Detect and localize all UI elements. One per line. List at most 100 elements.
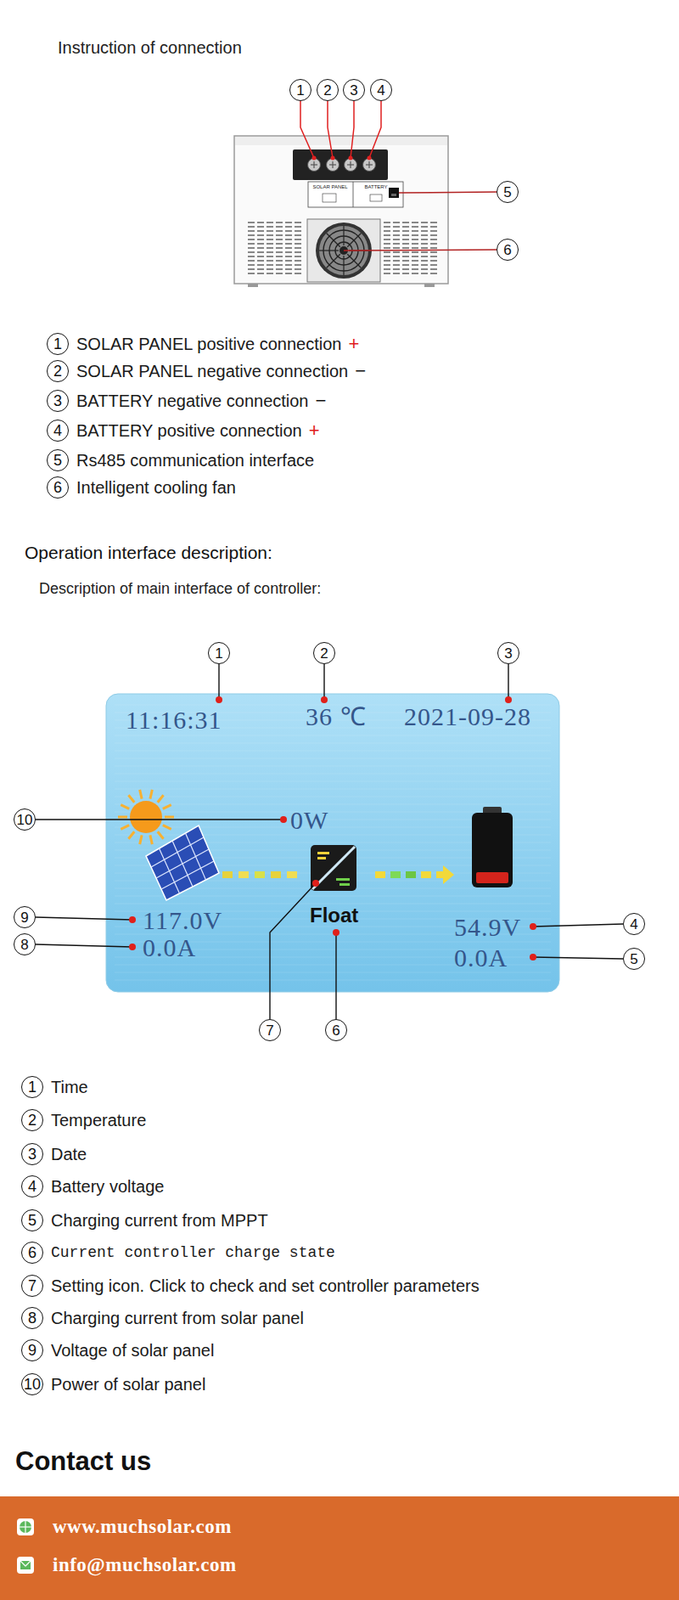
callout-number: 8 — [21, 1306, 44, 1329]
callout-number: 5 — [21, 1208, 44, 1231]
lcd-screen — [106, 693, 560, 992]
vent-slot — [402, 272, 410, 274]
voltage-readout: 54.9V — [454, 912, 522, 941]
mail-icon — [20, 1560, 31, 1569]
sun-ray — [150, 789, 152, 799]
vent-slot — [411, 255, 419, 257]
leader-line — [35, 916, 133, 920]
vent-slot — [266, 268, 274, 270]
panel-marking: BATTERY — [364, 184, 388, 191]
vent-slot — [257, 255, 264, 257]
vent-slot — [285, 221, 292, 223]
rs485-port — [388, 187, 399, 198]
description-text: BATTERY positive connection — [76, 420, 303, 441]
description-text: Temperature — [50, 1110, 146, 1130]
vent-slot — [383, 221, 391, 223]
vent-slot — [392, 251, 400, 253]
vent-slot — [402, 268, 410, 270]
vent-slot — [285, 225, 292, 227]
callout-number: 3 — [21, 1142, 44, 1165]
lcd-screen: 11:16:3136 ℃2021-09-280W117.0V0.0AFloat5… — [106, 693, 560, 992]
vent-slot — [294, 238, 302, 240]
callout-number: 6 — [46, 476, 69, 499]
vent-slot — [411, 234, 419, 236]
vent-slot — [285, 230, 292, 231]
vent-slot — [392, 234, 400, 236]
vent-slot — [392, 225, 400, 227]
vent-slot — [247, 263, 255, 265]
vent-slot — [285, 272, 292, 274]
flow-dash — [390, 870, 401, 878]
vent-slot — [430, 238, 438, 240]
vent-slot — [411, 268, 419, 270]
leader-dot — [215, 695, 223, 703]
vent-slot — [430, 272, 438, 274]
callout-number: 2 — [313, 641, 336, 664]
leader-line — [327, 101, 333, 158]
flow-dash — [222, 870, 233, 878]
vent-slot — [411, 242, 419, 244]
vent-slot — [420, 230, 428, 231]
device-foot — [424, 283, 435, 287]
terminal-label-box — [308, 181, 404, 208]
vent-slot — [392, 268, 400, 270]
vent-slot — [402, 246, 410, 248]
vent-slot — [266, 230, 274, 231]
vent-slot — [402, 234, 410, 236]
vent-slot — [257, 259, 264, 261]
vent-slot — [266, 259, 274, 261]
screw-slot — [313, 161, 315, 169]
power-readout: 0W — [290, 805, 329, 834]
vent-slot — [285, 242, 292, 244]
sun-ray — [162, 804, 172, 809]
battery-symbol — [370, 194, 382, 202]
vent-slot — [430, 242, 438, 244]
callout-number: 2 — [46, 359, 69, 382]
vent-slot — [266, 255, 274, 257]
device-top-band — [235, 136, 448, 146]
web-icon-line — [24, 1520, 26, 1532]
fan-guard-spoke — [347, 232, 361, 247]
screen-texture — [114, 735, 551, 736]
panel-grid — [185, 832, 207, 880]
description-text: BATTERY negative connection — [76, 391, 309, 411]
vent-slot — [266, 238, 274, 240]
solar-panel — [145, 824, 219, 900]
sun-ray — [164, 815, 174, 819]
fan-guard-spoke — [325, 253, 340, 268]
sun-ray — [150, 834, 152, 844]
vent-slot — [266, 251, 274, 253]
polarity-sign: + — [308, 419, 320, 441]
description-text: Voltage of solar panel — [50, 1340, 214, 1360]
vent-slot — [247, 268, 255, 270]
web-icon — [19, 1520, 32, 1532]
vent-slot — [402, 259, 410, 261]
leader-dot — [367, 156, 372, 161]
contact-band — [0, 1495, 679, 1600]
vent-slot — [392, 259, 400, 261]
vent-slot — [420, 225, 428, 227]
vent-slot — [294, 230, 302, 231]
leader-dot — [312, 879, 320, 887]
vent-slot — [411, 225, 419, 227]
screw-slot — [368, 161, 370, 169]
vent-slot — [247, 259, 255, 261]
vent-slot — [420, 263, 428, 265]
description-text: Rs485 communication interface — [76, 450, 315, 471]
vent-slot — [392, 238, 400, 240]
polarity-sign: − — [354, 359, 366, 382]
terminal-screw — [308, 158, 321, 172]
leader-line — [533, 923, 623, 926]
vent-slot — [383, 251, 391, 253]
callout-number: 10 — [21, 1372, 44, 1395]
vent-slot — [257, 225, 264, 227]
flow-dash — [254, 870, 265, 878]
callout-number: 3 — [342, 78, 365, 102]
vent-slot — [402, 251, 410, 253]
vent-slot — [294, 221, 302, 223]
vent-slot — [275, 221, 283, 223]
fan-guard-spoke — [342, 255, 344, 275]
date-readout: 2021-09-28 — [404, 701, 532, 730]
fan-guard-spoke — [319, 249, 339, 251]
description-text: Time — [50, 1077, 89, 1097]
